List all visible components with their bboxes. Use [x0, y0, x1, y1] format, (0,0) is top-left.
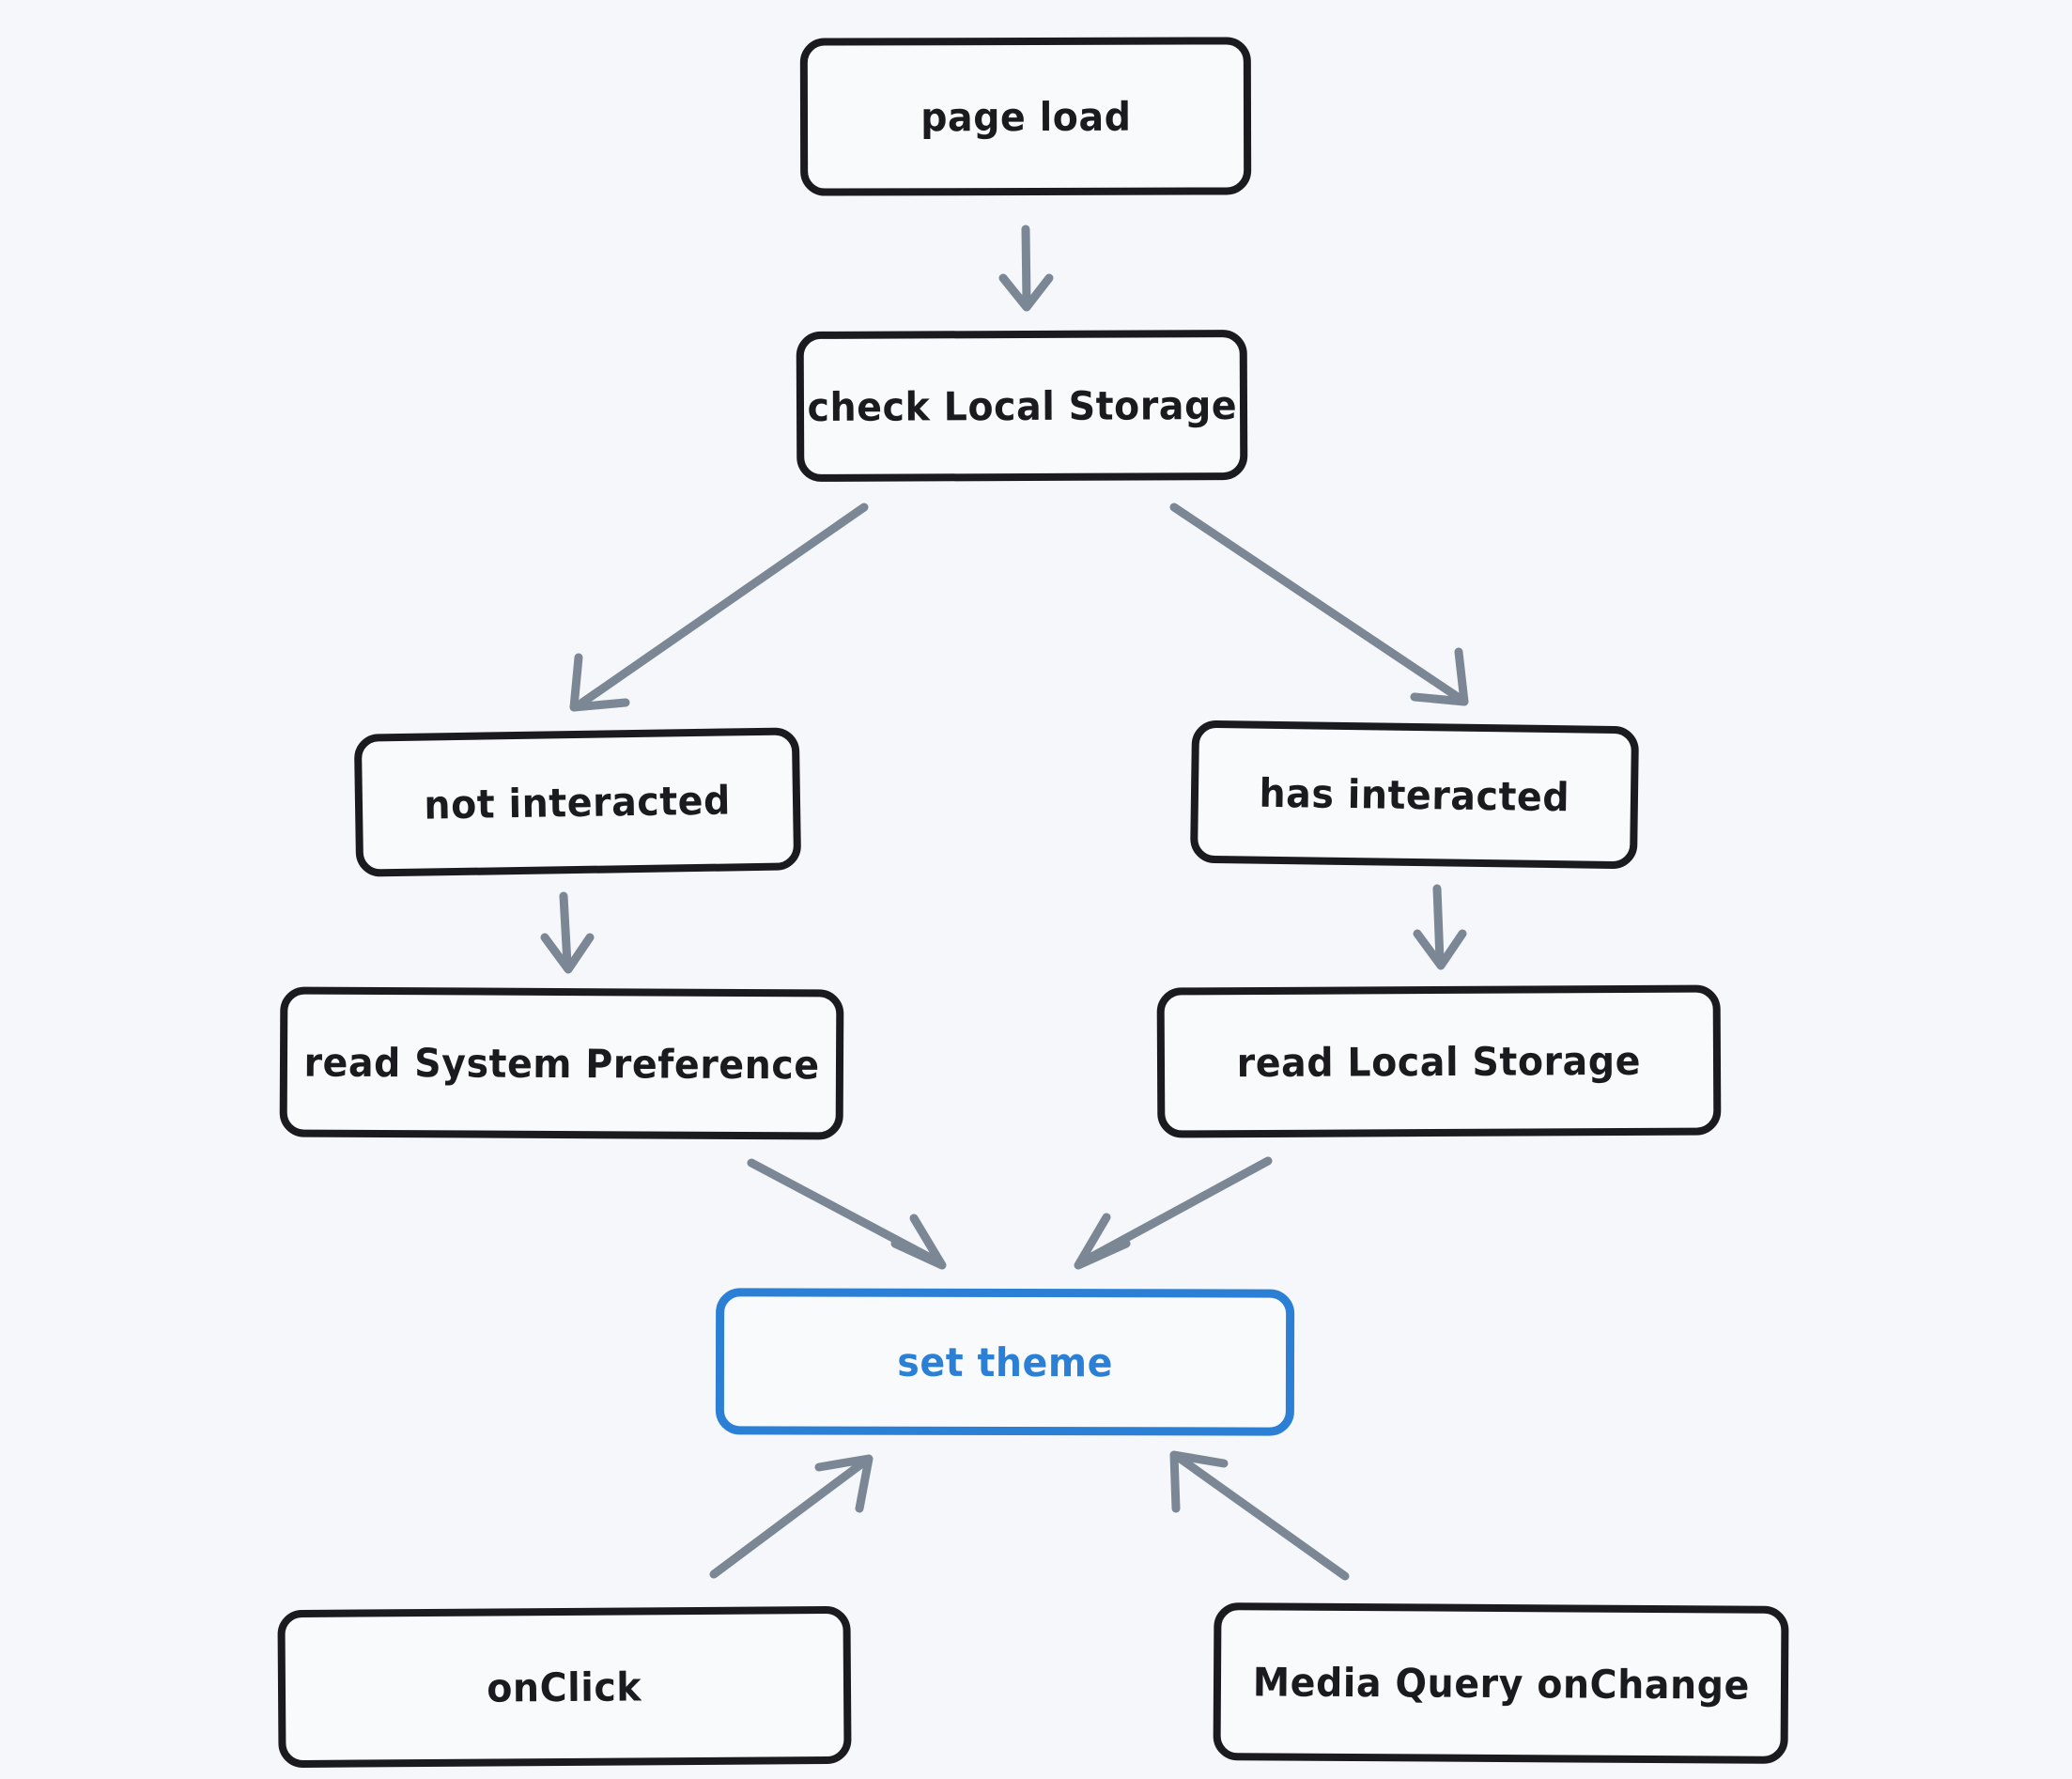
node-has-interacted-label: has interacted [1259, 769, 1570, 820]
edge-read-local-to-set-theme [1074, 1156, 1273, 1270]
edge-page-load-to-check-local [998, 224, 1054, 312]
edge-read-system-to-set-theme [747, 1158, 947, 1270]
edge-check-local-to-has-interacted [1169, 503, 1469, 706]
node-read-local-storage[interactable]: read Local Storage [1156, 984, 1722, 1138]
edge-onclick-to-set-theme [709, 1454, 874, 1579]
node-page-load-label: page load [920, 93, 1132, 140]
node-media-query-onchange[interactable]: Media Query onChange [1213, 1602, 1789, 1764]
node-not-interacted-label: not interacted [424, 776, 732, 828]
node-page-load[interactable]: page load [799, 37, 1252, 196]
node-onclick-label: onClick [487, 1663, 642, 1711]
node-onclick[interactable]: onClick [277, 1605, 852, 1769]
node-check-local-storage-label: check Local Storage [807, 381, 1237, 430]
node-has-interacted[interactable]: has interacted [1189, 719, 1640, 870]
node-read-local-storage-label: read Local Storage [1236, 1037, 1642, 1086]
edge-has-interacted-to-read-local [1413, 884, 1467, 970]
edge-check-local-to-not-interacted [569, 503, 869, 712]
node-set-theme-label: set theme [897, 1338, 1113, 1385]
node-read-system-preference[interactable]: read System Preference [279, 986, 844, 1140]
edge-media-query-to-set-theme [1169, 1450, 1350, 1581]
node-set-theme[interactable]: set theme [715, 1288, 1295, 1436]
node-media-query-onchange-label: Media Query onChange [1252, 1658, 1750, 1709]
edge-not-interacted-to-read-system [540, 891, 595, 974]
node-not-interacted[interactable]: not interacted [353, 727, 802, 877]
node-check-local-storage[interactable]: check Local Storage [796, 329, 1248, 483]
node-read-system-preference-label: read System Preference [303, 1039, 820, 1088]
